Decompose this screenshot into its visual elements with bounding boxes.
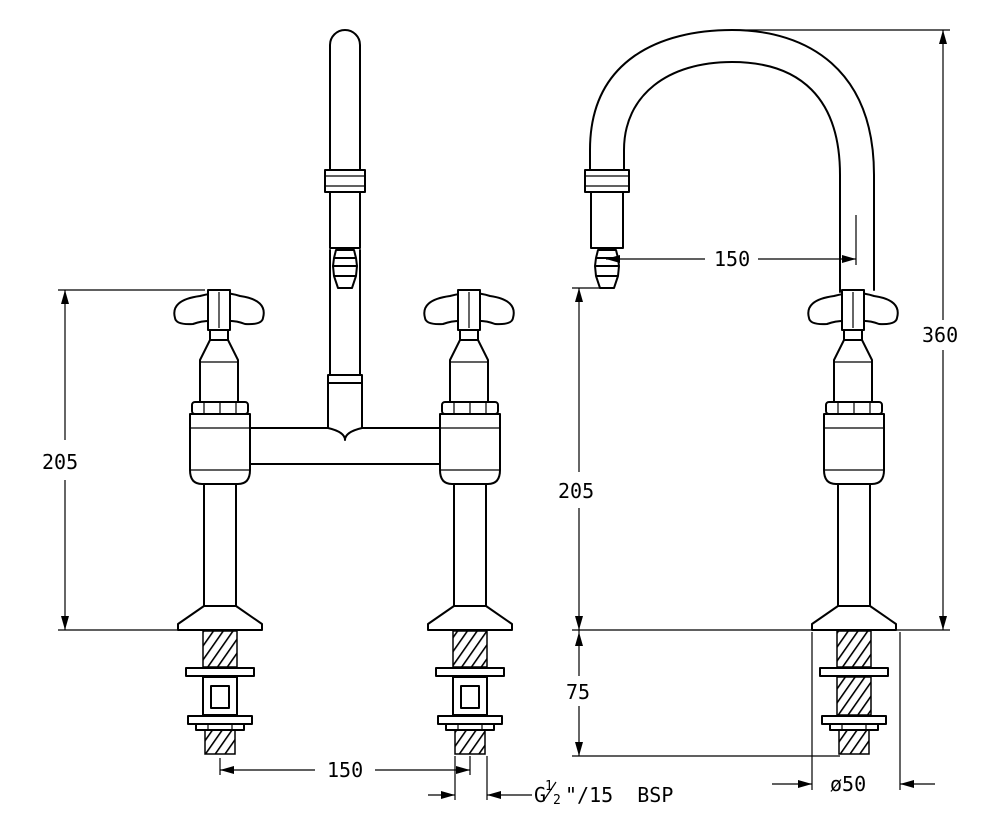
front-view: 205 150 G 1 2 "/15 BSP: [42, 29, 673, 808]
dim-thread-denominator: 2: [553, 793, 561, 808]
dim-front-centres-label: 150: [327, 758, 363, 782]
front-right-valve: [423, 289, 515, 755]
dim-side-reach-label: 150: [714, 247, 750, 271]
dim-side-overall-height-label: 360: [922, 323, 958, 347]
front-spout: [324, 29, 366, 429]
dim-side-base-diameter: ø50: [772, 632, 935, 796]
dim-side-reach: 150: [606, 215, 857, 271]
dim-front-centres: 150: [219, 756, 471, 782]
side-valve: [807, 289, 899, 755]
dim-side-overall-height: 360: [732, 29, 958, 631]
dim-thread-numerator: 1: [545, 779, 553, 794]
dim-front-height: 205: [42, 289, 205, 631]
front-left-valve: [173, 289, 265, 755]
dim-thread-suffix: "/15 BSP: [565, 783, 673, 807]
side-view: 150 360 205 75: [558, 29, 958, 796]
dim-side-height: 205: [558, 287, 812, 631]
front-bridge: [245, 427, 445, 465]
dim-side-shank-label: 75: [566, 680, 590, 704]
dim-side-height-label: 205: [558, 479, 594, 503]
dim-side-base-diameter-label: ø50: [830, 772, 866, 796]
dim-front-height-label: 205: [42, 450, 78, 474]
dim-thread: G 1 2 "/15 BSP: [428, 756, 673, 808]
dim-thread-prefix: G: [534, 783, 546, 807]
dim-side-shank: 75: [566, 630, 840, 757]
